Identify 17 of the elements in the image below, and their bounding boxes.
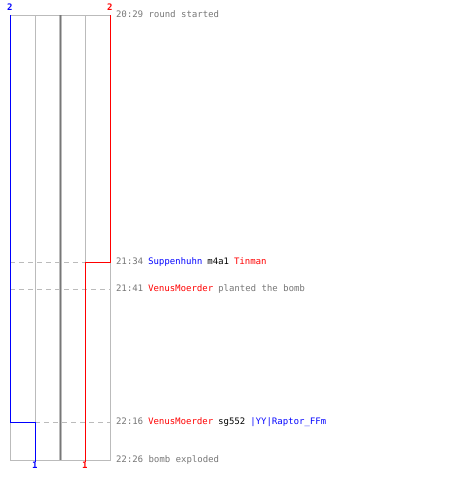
player-count: 1 bbox=[82, 462, 88, 471]
player-name: VenusMoerder bbox=[148, 284, 214, 295]
event-text: 21:41 bbox=[116, 284, 144, 295]
player-name: |YY|Raptor_FFm bbox=[250, 417, 326, 428]
player-count: 1 bbox=[32, 462, 38, 471]
player-name: sg552 bbox=[218, 417, 246, 428]
player-count: 2 bbox=[107, 4, 112, 13]
event-text: 22:26 bomb exploded bbox=[116, 455, 219, 466]
player-name: m4a1 bbox=[207, 257, 229, 268]
event-text: 22:16 bbox=[116, 417, 144, 428]
event-text: 21:34 bbox=[116, 257, 144, 268]
event-text: planted the bomb bbox=[218, 284, 305, 295]
player-count: 2 bbox=[7, 4, 12, 13]
player-name: Suppenhuhn bbox=[148, 257, 202, 268]
player-name: Tinman bbox=[234, 257, 266, 268]
event-text: 20:29 round started bbox=[116, 10, 219, 21]
player-name: VenusMoerder bbox=[148, 417, 214, 428]
